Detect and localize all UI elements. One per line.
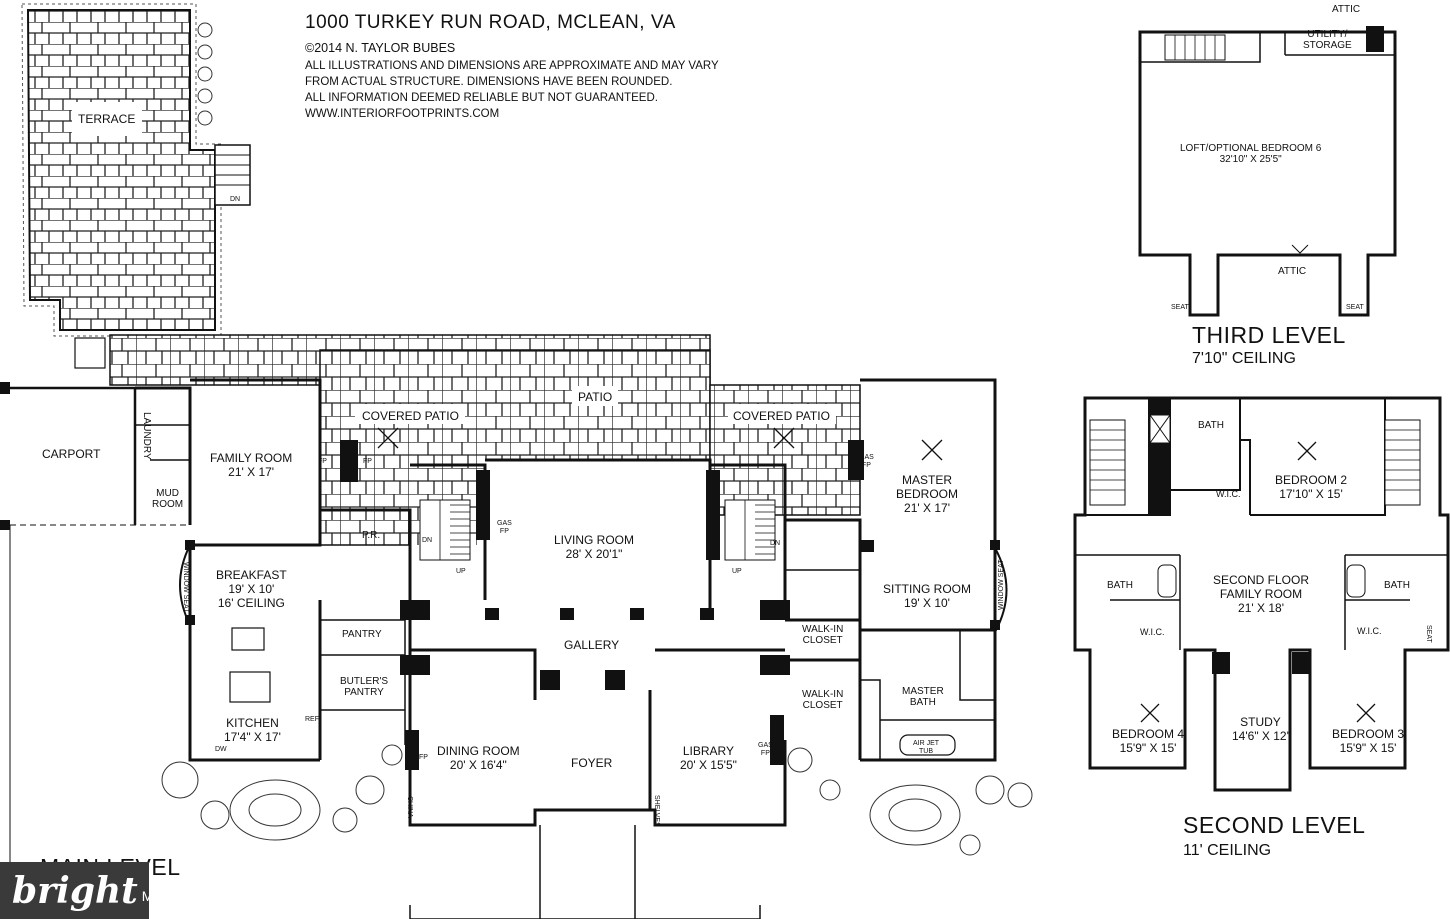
seat-label: SEAT — [1171, 304, 1189, 311]
pantry-label: PANTRY — [342, 629, 382, 640]
terrace-outline — [26, 9, 216, 331]
watermark-brand: bright — [12, 869, 138, 912]
living-room-label: LIVING ROOM 28' X 20'1" — [554, 533, 635, 561]
gas-fireplace-label: GAS FP — [497, 520, 512, 535]
stair-down-label: DN — [422, 537, 433, 544]
page-title: 1000 TURKEY RUN ROAD, MCLEAN, VA — [305, 12, 676, 33]
family-room-label: FAMILY ROOM 21' X 17' — [210, 451, 293, 479]
laundry-label: LAUNDRY — [141, 412, 152, 460]
china-label: CHINA — [406, 796, 413, 818]
wic-right-label: W.I.C. — [1357, 626, 1382, 636]
wic-top-label: W.I.C. — [1216, 489, 1241, 499]
fireplace-label: FP — [318, 458, 327, 465]
bedroom-3-label: BEDROOM 3 15'9" X 15' — [1332, 727, 1405, 755]
window-seat-label: WINDOW SEAT — [998, 559, 1005, 610]
attic-bottom-label: ATTIC — [1278, 266, 1307, 277]
watermark-suffix: MLS — [141, 887, 171, 904]
foyer-label: FOYER — [571, 756, 613, 770]
terrace-label: TERRACE — [78, 112, 136, 126]
bedroom-2-label: BEDROOM 2 17'10" X 15' — [1275, 473, 1348, 501]
wic-left-label: W.I.C. — [1140, 627, 1165, 637]
dining-room-label: DINING ROOM 20' X 16'4" — [437, 744, 520, 772]
library-label: LIBRARY 20' X 15'5" — [680, 744, 737, 772]
loft-label: LOFT/OPTIONAL BEDROOM 6 32'10" X 25'5" — [1180, 143, 1322, 165]
seat-label: SEAT — [1425, 625, 1432, 643]
disclaimer-line-1: ALL ILLUSTRATIONS AND DIMENSIONS ARE APP… — [305, 60, 719, 72]
stair-down-label: DN — [770, 540, 781, 547]
stair-down-label: DN — [230, 196, 241, 203]
second-level-plan — [1073, 396, 1450, 792]
third-level-plan — [1138, 26, 1397, 317]
fireplace-label: FP — [419, 754, 428, 761]
bright-mls-watermark: bright MLS — [0, 862, 171, 919]
shelves-label: SHELVES — [653, 795, 660, 827]
kitchen-label: KITCHEN 17'4" X 17' — [224, 716, 281, 744]
bath-right-label: BATH — [1384, 580, 1410, 591]
covered-patio-right-label: COVERED PATIO — [733, 409, 830, 423]
main-level-plan — [0, 3, 1033, 919]
bath-top-label: BATH — [1198, 420, 1224, 431]
utility-storage-label: UTILITY/ STORAGE — [1303, 29, 1352, 51]
carport-label: CARPORT — [42, 447, 101, 461]
powder-room-label: P.R. — [362, 530, 381, 541]
master-bath-label: MASTER BATH — [902, 686, 944, 708]
gallery-label: GALLERY — [564, 638, 620, 652]
master-bedroom-label: MASTER BEDROOM 21' X 17' — [896, 473, 959, 515]
refrigerator-label: REF — [305, 716, 319, 723]
stair-up-label: UP — [456, 568, 466, 575]
disclaimer-line-2: FROM ACTUAL STRUCTURE. DIMENSIONS HAVE B… — [305, 76, 673, 88]
dishwasher-label: DW — [215, 746, 227, 753]
bedroom-4-label: BEDROOM 4 15'9" X 15' — [1112, 727, 1185, 755]
walk-in-closet-1-label: WALK-IN CLOSET — [802, 624, 844, 646]
bath-left-label: BATH — [1107, 580, 1133, 591]
third-level-ceiling: 7'10" CEILING — [1192, 350, 1296, 367]
seat-label: SEAT — [1346, 304, 1364, 311]
window-seat-label: WINDOW SEAT — [182, 562, 189, 613]
patio-label: PATIO — [578, 390, 613, 404]
disclaimer-line-3: ALL INFORMATION DEEMED RELIABLE BUT NOT … — [305, 92, 658, 104]
butlers-pantry-label: BUTLER'S PANTRY — [340, 676, 389, 698]
fireplace-label: FP — [363, 458, 372, 465]
third-level-heading: THIRD LEVEL — [1192, 322, 1346, 348]
breakfast-label: BREAKFAST 19' X 10' 16' CEILING — [216, 568, 287, 610]
study-label: STUDY 14'6" X 12' — [1232, 715, 1289, 743]
second-level-heading: SECOND LEVEL — [1183, 812, 1366, 838]
website-url: WWW.INTERIORFOOTPRINTS.COM — [305, 108, 500, 120]
gas-fireplace-label: GAS FP — [859, 454, 874, 469]
stair-up-label: UP — [732, 568, 742, 575]
second-floor-family-room-label: SECOND FLOOR FAMILY ROOM 21' X 18' — [1213, 573, 1310, 615]
mud-room-label: MUD ROOM — [152, 488, 184, 510]
second-level-ceiling: 11' CEILING — [1183, 842, 1272, 859]
air-jet-tub-label: AIR JET TUB — [913, 740, 940, 755]
covered-patio-left-label: COVERED PATIO — [362, 409, 459, 423]
copyright-credit: ©2014 N. TAYLOR BUBES — [305, 41, 456, 55]
sitting-room-label: SITTING ROOM 19' X 10' — [883, 582, 971, 610]
gas-fireplace-label: GAS FP — [758, 742, 773, 757]
walk-in-closet-2-label: WALK-IN CLOSET — [802, 689, 844, 711]
attic-top-label: ATTIC — [1332, 4, 1361, 15]
